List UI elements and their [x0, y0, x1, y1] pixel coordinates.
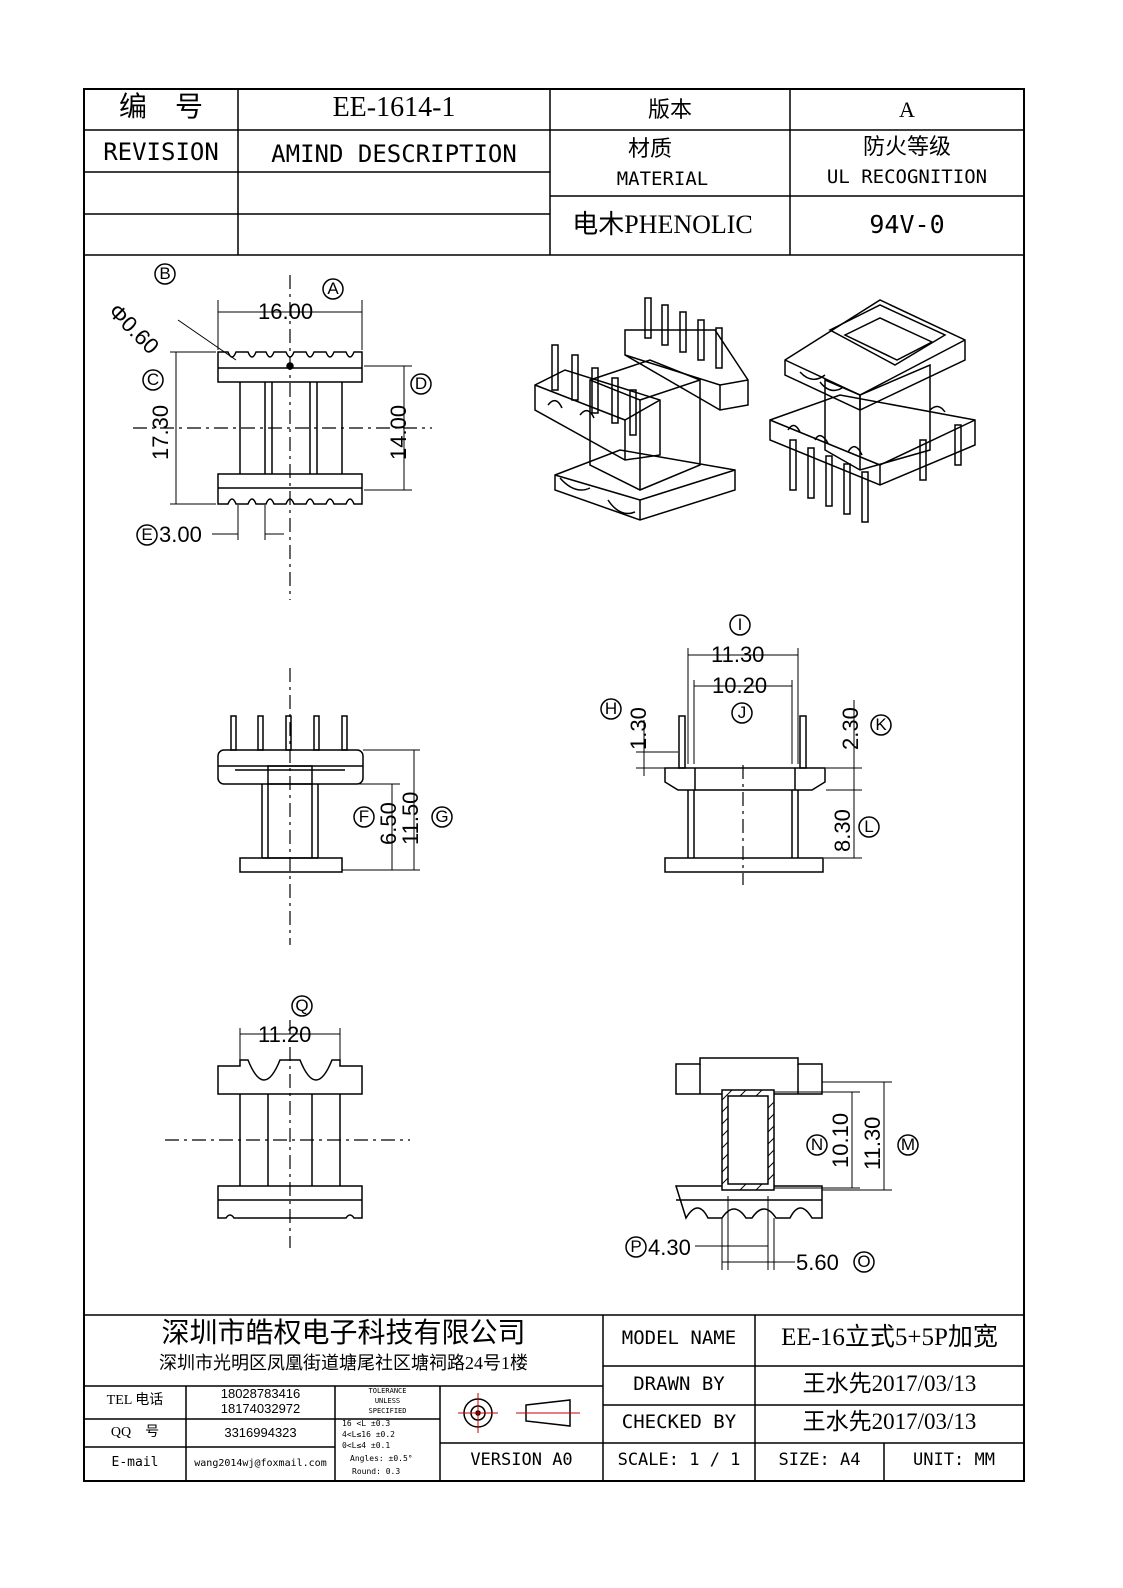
- tolerance-2: SPECIFIED: [368, 1407, 407, 1415]
- dim-p: 4.30: [648, 1235, 691, 1260]
- callout-m: M: [900, 1135, 916, 1154]
- tel-label: TEL 电话: [106, 1393, 164, 1408]
- model-name-label: MODEL NAME: [621, 1327, 737, 1349]
- side-view: [636, 648, 862, 885]
- tolerance-5: 0<L≤4 ±0.1: [342, 1441, 391, 1450]
- top-view: [133, 275, 432, 600]
- dim-o: 5.60: [796, 1250, 839, 1275]
- paper-size: SIZE: A4: [778, 1450, 861, 1470]
- callout-p: P: [630, 1237, 642, 1256]
- isometric-view-left: [534, 297, 749, 521]
- tel-2: 18174032972: [220, 1401, 301, 1416]
- callout-q: Q: [295, 996, 309, 1015]
- email-value: wang2014wj@foxmail.com: [194, 1458, 327, 1469]
- callout-g: G: [435, 807, 449, 826]
- dim-j: 10.20: [712, 673, 768, 698]
- tolerance-7: Round: 0.3: [352, 1467, 401, 1476]
- bottom-view: [165, 1020, 410, 1248]
- model-name-value: EE-16立式5+5P加宽: [781, 1324, 998, 1351]
- dim-a: 16.00: [258, 299, 314, 324]
- drawn-by-value: 王水先2017/03/13: [802, 1371, 977, 1396]
- dim-m: 11.30: [860, 1116, 885, 1170]
- email-label: E-mail: [111, 1455, 159, 1470]
- unit: UNIT: MM: [913, 1450, 995, 1470]
- tolerance-4: 4<L≤16 ±0.2: [342, 1430, 395, 1439]
- callout-k: K: [875, 715, 887, 734]
- callout-l: L: [864, 817, 874, 836]
- number-label: 编 号: [118, 92, 203, 123]
- callout-i: I: [737, 615, 743, 634]
- callout-b: B: [159, 264, 171, 283]
- callout-a: A: [327, 279, 339, 298]
- callout-circles: [136, 263, 919, 1273]
- dim-c: 17.30: [148, 404, 173, 460]
- dim-n: 10.10: [828, 1112, 853, 1168]
- tolerance-3: 16 <L ±0.3: [342, 1419, 391, 1428]
- material-label-cn: 材质: [627, 136, 672, 161]
- tolerance-0: TOLERANCE: [368, 1387, 407, 1395]
- dim-f: 6.50: [376, 802, 401, 845]
- callout-e: E: [141, 525, 153, 544]
- part-number: EE-1614-1: [332, 92, 456, 123]
- sheet-border: [83, 88, 1025, 1482]
- ul-label-en: UL RECOGNITION: [826, 166, 988, 188]
- callout-f: F: [358, 807, 370, 826]
- drawn-by-label: DRAWN BY: [633, 1373, 725, 1395]
- dim-i: 11.30: [711, 642, 765, 667]
- dim-l: 8.30: [830, 809, 855, 852]
- dim-k: 2.30: [838, 707, 863, 750]
- dim-q: 11.20: [258, 1022, 312, 1047]
- version-a0: VERSION A0: [470, 1450, 573, 1470]
- dim-e: 3.00: [159, 522, 202, 547]
- callout-n: N: [810, 1135, 824, 1154]
- company-name: 深圳市皓权电子科技有限公司: [161, 1318, 526, 1349]
- front-view: [217, 668, 420, 945]
- isometric-view-right: [769, 299, 976, 523]
- version-label: 版本: [647, 97, 692, 122]
- dim-d: 14.00: [386, 404, 411, 460]
- ul-label-cn: 防火等级: [862, 134, 951, 159]
- qq-label: QQ 号: [110, 1425, 160, 1440]
- tel-1: 18028783416: [220, 1386, 301, 1401]
- company-address: 深圳市光明区凤凰街道塘尾社区塘祠路24号1楼: [159, 1353, 528, 1373]
- checked-by-label: CHECKED BY: [621, 1411, 737, 1433]
- section-view: [674, 1057, 892, 1270]
- dim-h: 1.30: [626, 707, 651, 750]
- qq-value: 3316994323: [224, 1425, 297, 1440]
- dim-g: 11.50: [398, 791, 423, 845]
- callout-j: J: [737, 703, 747, 722]
- callout-c: C: [146, 370, 160, 389]
- checked-by-value: 王水先2017/03/13: [802, 1409, 977, 1434]
- tolerance-1: UNLESS: [374, 1397, 401, 1405]
- amind-description-label: AMIND DESCRIPTION: [271, 140, 517, 168]
- callout-o: O: [857, 1252, 871, 1271]
- material-label-en: MATERIAL: [616, 168, 709, 190]
- revision-label: REVISION: [103, 138, 219, 166]
- scale: SCALE: 1 / 1: [617, 1450, 741, 1470]
- callout-d: D: [414, 374, 428, 393]
- ul-value: 94V-0: [869, 210, 945, 239]
- version-value: A: [899, 97, 915, 122]
- callout-h: H: [604, 699, 618, 718]
- tolerance-6: Angles: ±0.5°: [350, 1454, 413, 1463]
- material-value: 电木PHENOLIC: [572, 210, 753, 239]
